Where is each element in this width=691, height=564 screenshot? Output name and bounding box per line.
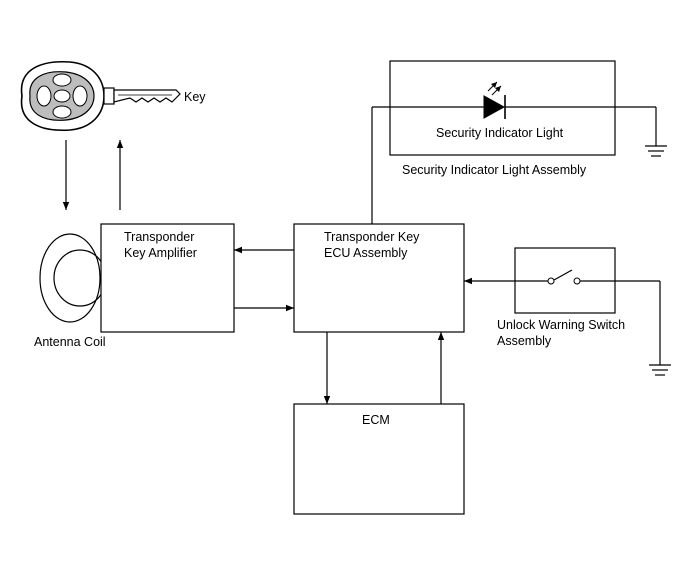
antenna-coil-label: Antenna Coil: [34, 335, 106, 349]
security-light-label: Security Indicator Light: [436, 126, 564, 140]
key-label: Key: [184, 90, 206, 104]
ground-icon-light: [645, 145, 667, 157]
security-light-assembly-label: Security Indicator Light Assembly: [402, 163, 587, 177]
antenna-coil-icon: [39, 233, 107, 323]
key-icon: [20, 60, 181, 132]
ecm-box: [293, 403, 465, 515]
ground-icon-switch: [649, 364, 671, 376]
ecm-label: ECM: [362, 413, 390, 427]
transponder-amplifier-label-2: Key Amplifier: [124, 246, 197, 260]
unlock-switch-label-1: Unlock Warning Switch: [497, 318, 625, 332]
led-icon: [483, 81, 506, 119]
unlock-switch-label-2: Assembly: [497, 334, 552, 348]
transponder-ecu-label-1: Transponder Key: [324, 230, 420, 244]
transponder-amplifier-box: [100, 223, 235, 333]
transponder-ecu-box: [293, 223, 465, 333]
transponder-amplifier-label-1: Transponder: [124, 230, 194, 244]
transponder-ecu-label-2: ECU Assembly: [324, 246, 408, 260]
